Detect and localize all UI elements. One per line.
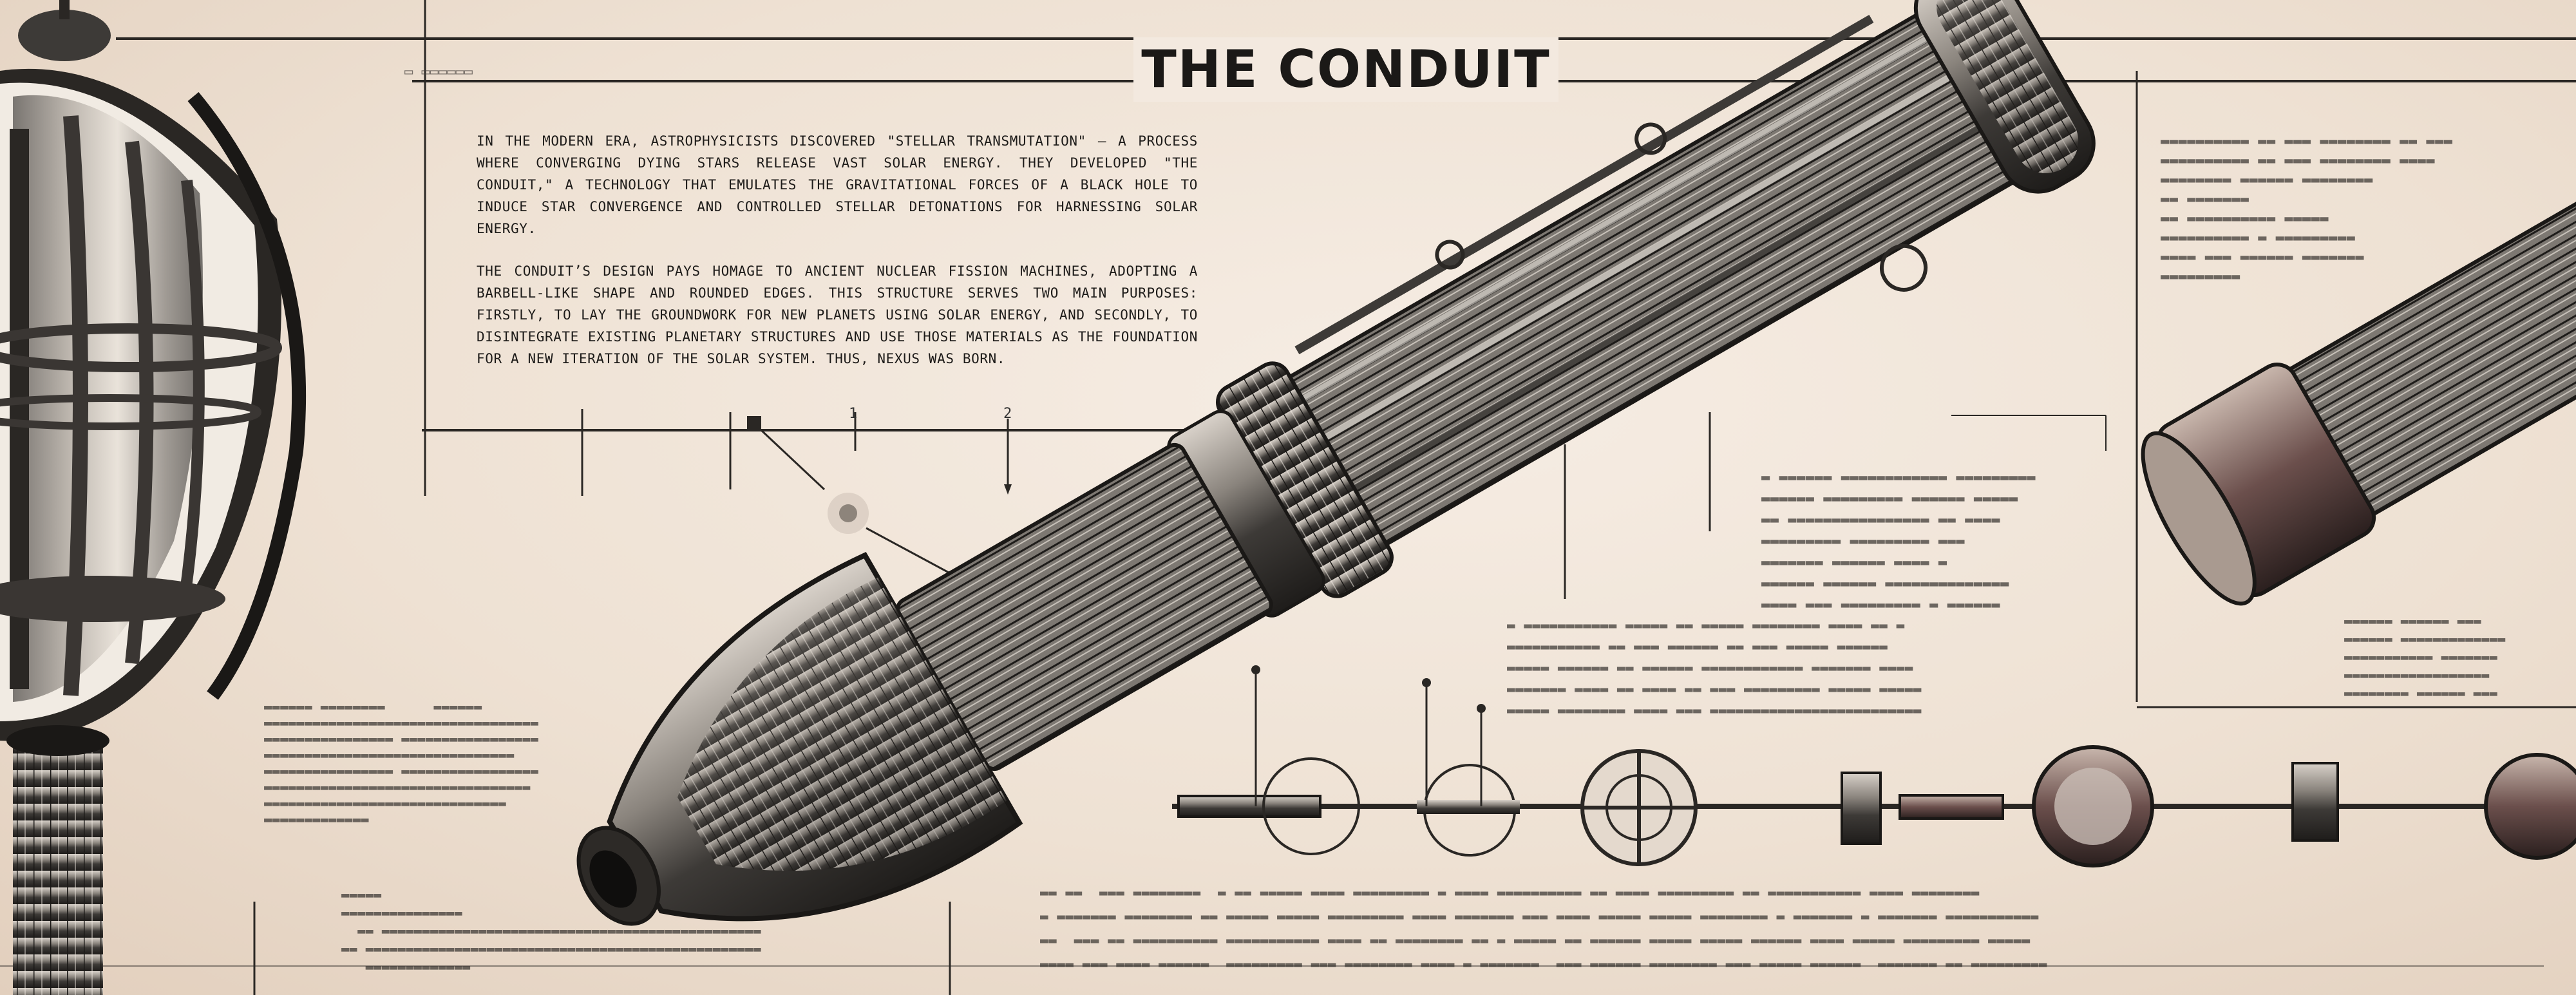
bottom-assembly-illustration [1172,665,2576,867]
blurred-annotation-bottom: ▬▬ ▬▬ ▬▬▬ ▬▬▬▬▬▬▬▬ ▬ ▬▬ ▬▬▬▬▬ ▬▬▬▬ ▬▬▬▬▬… [1040,885,2048,972]
svg-text:▭ ▭▭▭▭▭▭: ▭ ▭▭▭▭▭▭ [404,64,473,80]
scale-tick-label-2: 2 [1003,406,1012,422]
blurred-annotation-left: ▬▬▬▬▬▬ ▬▬▬▬▬▬▬▬ ▬▬▬▬▬▬ ▬▬▬▬▬▬▬▬▬▬▬▬▬▬▬▬▬… [264,699,539,827]
left-bulb-illustration [0,0,307,995]
intro-paragraph-1: IN THE MODERN ERA, ASTROPHYSICISTS DISCO… [477,133,1198,236]
conduit-illustration [576,0,2096,926]
blurred-annotation-mid-right: ▬ ▬▬▬▬▬▬ ▬▬▬▬▬▬▬▬▬▬▬▬ ▬▬▬▬▬▬▬▬▬ ▬▬▬▬▬▬ ▬… [1761,469,2036,613]
blurred-annotation-center: ▬ ▬▬▬▬▬▬▬▬▬▬▬ ▬▬▬▬▬ ▬▬ ▬▬▬▬▬ ▬▬▬▬▬▬▬▬ ▬▬… [1507,618,1922,718]
scale-tick-label-1: 1 [849,406,858,422]
blurred-annotation-top-right: ▬▬▬▬▬▬▬▬▬▬ ▬▬ ▬▬▬ ▬▬▬▬▬▬▬▬ ▬▬ ▬▬▬ ▬▬▬▬▬▬… [2161,133,2453,285]
blurred-annotation-right-lower: ▬▬▬▬▬▬ ▬▬▬▬▬▬ ▬▬▬ ▬▬▬▬▬▬ ▬▬▬▬▬▬▬▬▬▬▬▬▬ ▬… [2344,613,2506,701]
intro-paragraph-2: THE CONDUIT’S DESIGN PAYS HOMAGE TO ANCI… [477,263,1198,366]
blurred-annotation-bottom-left: ▬▬▬▬▬ ▬▬▬▬▬▬▬▬▬▬▬▬▬▬▬ ▬▬ ▬▬▬▬▬▬▬▬▬▬▬▬▬▬▬… [341,887,762,974]
right-conduit-illustration [2141,176,2576,606]
page-title: THE CONDUIT [1133,37,1558,102]
